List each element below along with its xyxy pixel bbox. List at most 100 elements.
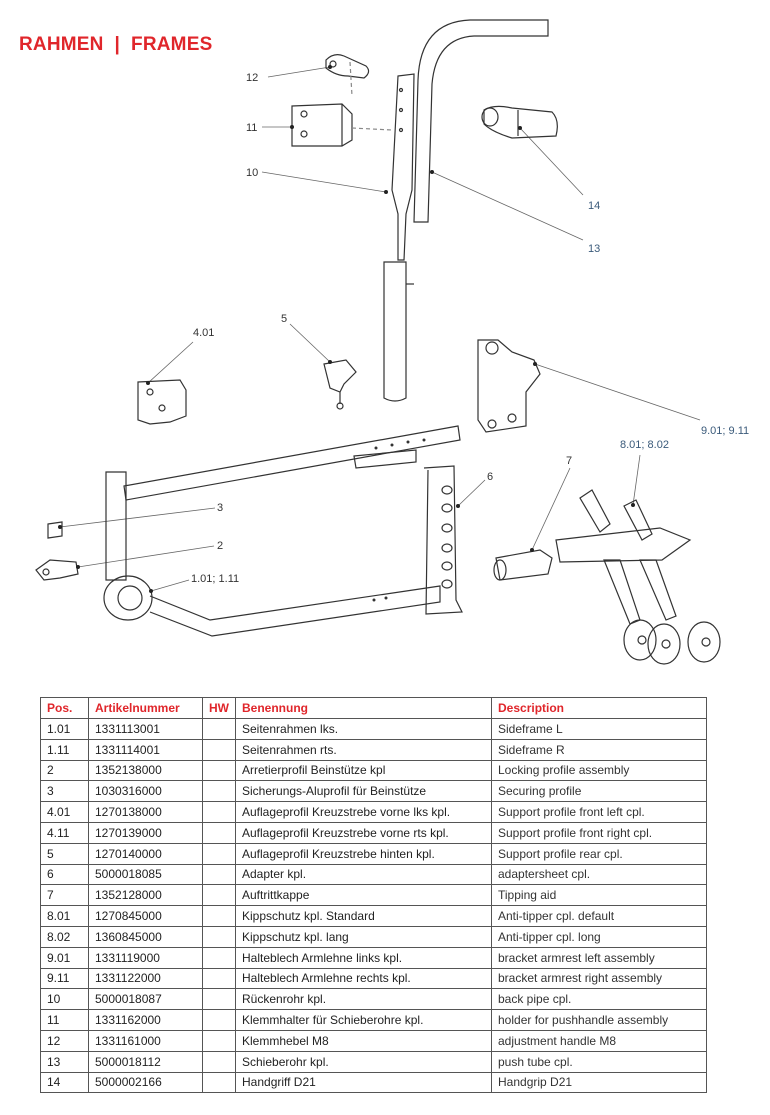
- cell-description: bracket armrest right assembly: [491, 967, 707, 990]
- cell-hw: [202, 1050, 236, 1073]
- cell-description: Locking profile assembly: [491, 759, 707, 782]
- callout-12: 12: [246, 72, 258, 84]
- part-push-tube: [413, 19, 549, 223]
- cell-article-number: 1352128000: [88, 884, 203, 907]
- cell-hw: [202, 884, 236, 907]
- cell-description: Support profile front right cpl.: [491, 821, 707, 844]
- callout-4-01: 4.01: [193, 327, 214, 339]
- part-adapter-sheet: [423, 465, 463, 615]
- cell-hw: [202, 842, 236, 865]
- table-header-row: Pos. Artikelnummer HW Benennung Descript…: [40, 697, 707, 719]
- cell-pos: 14: [40, 1071, 89, 1094]
- cell-pos: 13: [40, 1050, 89, 1073]
- cell-article-number: 1331114001: [88, 738, 203, 761]
- cell-article-number: 5000018112: [88, 1050, 203, 1073]
- callout-10: 10: [246, 167, 258, 179]
- cell-pos: 3: [40, 780, 89, 803]
- cell-description: Anti-tipper cpl. long: [491, 925, 707, 948]
- leader-lines: [59, 66, 701, 592]
- cell-benennung: Handgriff D21: [235, 1071, 492, 1094]
- callout-6: 6: [487, 471, 493, 483]
- cell-article-number: 5000018087: [88, 988, 203, 1011]
- cell-article-number: 1270140000: [88, 842, 203, 865]
- cell-article-number: 5000018085: [88, 863, 203, 886]
- part-handgrip: [481, 105, 558, 139]
- cell-hw: [202, 946, 236, 969]
- cell-hw: [202, 967, 236, 990]
- cell-benennung: Sicherungs-Aluprofil für Beinstütze: [235, 780, 492, 803]
- cell-benennung: Klemmhebel M8: [235, 1029, 492, 1052]
- cell-hw: [202, 759, 236, 782]
- cell-pos: 8.02: [40, 925, 89, 948]
- cell-description: Anti-tipper cpl. default: [491, 905, 707, 927]
- cell-hw: [202, 821, 236, 844]
- cell-description: Tipping aid: [491, 884, 707, 907]
- parts-table: Pos. Artikelnummer HW Benennung Descript…: [40, 697, 707, 1094]
- callout-2: 2: [217, 540, 223, 552]
- part-support-profile-front: [137, 379, 187, 425]
- cell-article-number: 1331119000: [88, 946, 203, 969]
- cell-article-number: 1331122000: [88, 967, 203, 990]
- cell-pos: 4.11: [40, 821, 89, 844]
- callout-1-01: 1.01; 1.11: [191, 573, 239, 585]
- part-securing-profile: [47, 521, 63, 539]
- cell-benennung: Auflageprofil Kreuzstrebe hinten kpl.: [235, 842, 492, 865]
- cell-pos: 8.01: [40, 905, 89, 927]
- callout-7: 7: [566, 455, 572, 467]
- cell-benennung: Kippschutz kpl. lang: [235, 925, 492, 948]
- cell-pos: 2: [40, 759, 89, 782]
- part-tipping-aid: [493, 549, 553, 581]
- cell-pos: 9.11: [40, 967, 89, 990]
- cell-hw: [202, 801, 236, 823]
- cell-benennung: Adapter kpl.: [235, 863, 492, 886]
- cell-benennung: Rückenrohr kpl.: [235, 988, 492, 1011]
- callout-8-01: 8.01; 8.02: [620, 439, 669, 451]
- cell-benennung: Kippschutz kpl. Standard: [235, 905, 492, 927]
- part-support-profile-rear: [323, 359, 357, 410]
- cell-benennung: Schieberohr kpl.: [235, 1050, 492, 1073]
- part-clamp-holder: [291, 103, 393, 147]
- cell-hw: [202, 1029, 236, 1052]
- cell-hw: [202, 905, 236, 927]
- header-hw: HW: [202, 697, 236, 719]
- cell-description: Sideframe R: [491, 738, 707, 761]
- cell-hw: [202, 925, 236, 948]
- cell-pos: 11: [40, 1009, 89, 1031]
- cell-benennung: Arretierprofil Beinstütze kpl: [235, 759, 492, 782]
- page-title: RAHMEN | FRAMES: [19, 34, 213, 55]
- cell-description: adjustment handle M8: [491, 1029, 707, 1052]
- callout-5: 5: [281, 313, 287, 325]
- cell-pos: 1.01: [40, 718, 89, 740]
- cell-article-number: 1331162000: [88, 1009, 203, 1031]
- cell-description: Sideframe L: [491, 718, 707, 740]
- callout-9-01: 9.01; 9.11: [701, 425, 749, 437]
- part-adjustment-handle: [325, 54, 370, 97]
- callout-14: 14: [588, 200, 600, 212]
- cell-pos: 1.11: [40, 738, 89, 761]
- cell-article-number: 1030316000: [88, 780, 203, 803]
- cell-pos: 9.01: [40, 946, 89, 969]
- cell-article-number: 1331161000: [88, 1029, 203, 1052]
- part-side-frame: [103, 425, 461, 637]
- part-bracket-armrest: [477, 339, 541, 433]
- header-pos: Pos.: [40, 697, 89, 719]
- part-locking-profile: [35, 559, 79, 581]
- header-benennung: Benennung: [235, 697, 492, 719]
- cell-article-number: 1270138000: [88, 801, 203, 823]
- cell-description: adaptersheet cpl.: [491, 863, 707, 886]
- cell-pos: 12: [40, 1029, 89, 1052]
- cell-description: holder for pushhandle assembly: [491, 1009, 707, 1031]
